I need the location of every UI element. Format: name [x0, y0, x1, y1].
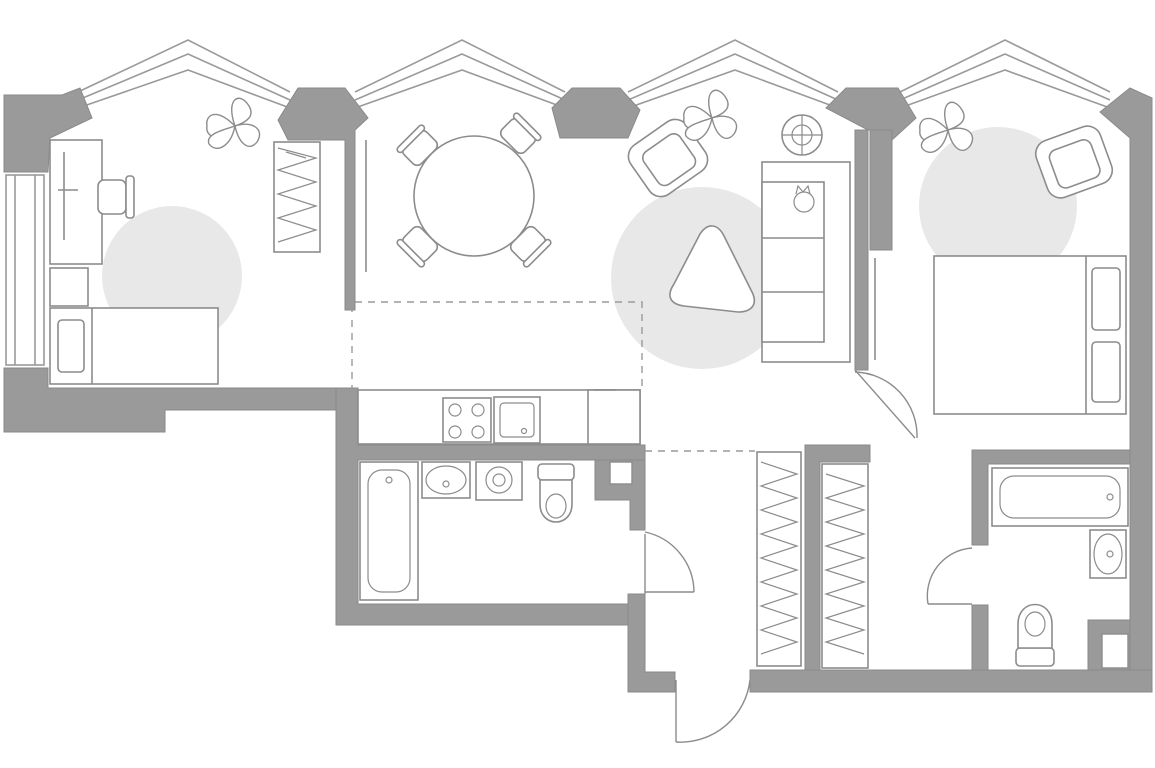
toilet-icon [1015, 603, 1055, 667]
sink-icon [493, 396, 541, 444]
plant-icon [206, 97, 261, 149]
zone-lines [351, 301, 755, 452]
door-icon [644, 531, 695, 594]
rugs [102, 127, 1077, 369]
nightstand [49, 267, 89, 307]
bathtub-icon [359, 461, 419, 601]
side-table [781, 114, 823, 156]
bathroom-right [991, 467, 1129, 667]
washbasin-icon [1089, 529, 1127, 579]
washbasin-icon [421, 461, 471, 499]
window-icon [899, 39, 1111, 109]
chair-icon [509, 225, 552, 268]
bed-icon [933, 255, 1127, 415]
bathtub-icon [991, 467, 1129, 527]
bedroom-right [874, 101, 1127, 415]
stove-icon [442, 397, 492, 443]
wardrobe-icon [821, 463, 869, 669]
plant-icon [919, 101, 974, 153]
chair-icon [396, 124, 439, 167]
fridge [587, 389, 641, 445]
windows [5, 39, 1111, 366]
walls [3, 87, 1153, 693]
window-icon [5, 174, 45, 366]
desk-icon [49, 139, 103, 265]
cat-icon [793, 184, 815, 213]
door-icon [675, 679, 751, 743]
dining-area [365, 112, 552, 272]
armchair-icon [1034, 125, 1114, 199]
wardrobe-icon [273, 141, 321, 253]
kitchen-zone [351, 301, 643, 388]
sofa-icon [761, 161, 851, 363]
door-icon [854, 369, 918, 439]
coffee-table-icon [669, 225, 756, 313]
chair-icon [97, 175, 135, 219]
rug-icon [919, 127, 1077, 285]
window-icon [627, 39, 839, 109]
window-icon [77, 39, 291, 109]
washing-machine-icon [475, 461, 523, 501]
bathroom-left [359, 461, 575, 601]
living-room [627, 89, 851, 363]
plant-icon [683, 89, 738, 141]
chair-icon [396, 225, 439, 268]
bed-icon [49, 307, 219, 385]
dining-table-icon [413, 135, 535, 257]
chair-icon [499, 112, 542, 155]
hall [756, 451, 869, 669]
window-icon [354, 39, 566, 109]
kitchen [357, 389, 641, 445]
wardrobe-icon [756, 451, 802, 667]
toilet-icon [537, 463, 575, 523]
bedroom-left [49, 97, 321, 385]
door-icon [926, 547, 973, 605]
doors [644, 369, 973, 743]
